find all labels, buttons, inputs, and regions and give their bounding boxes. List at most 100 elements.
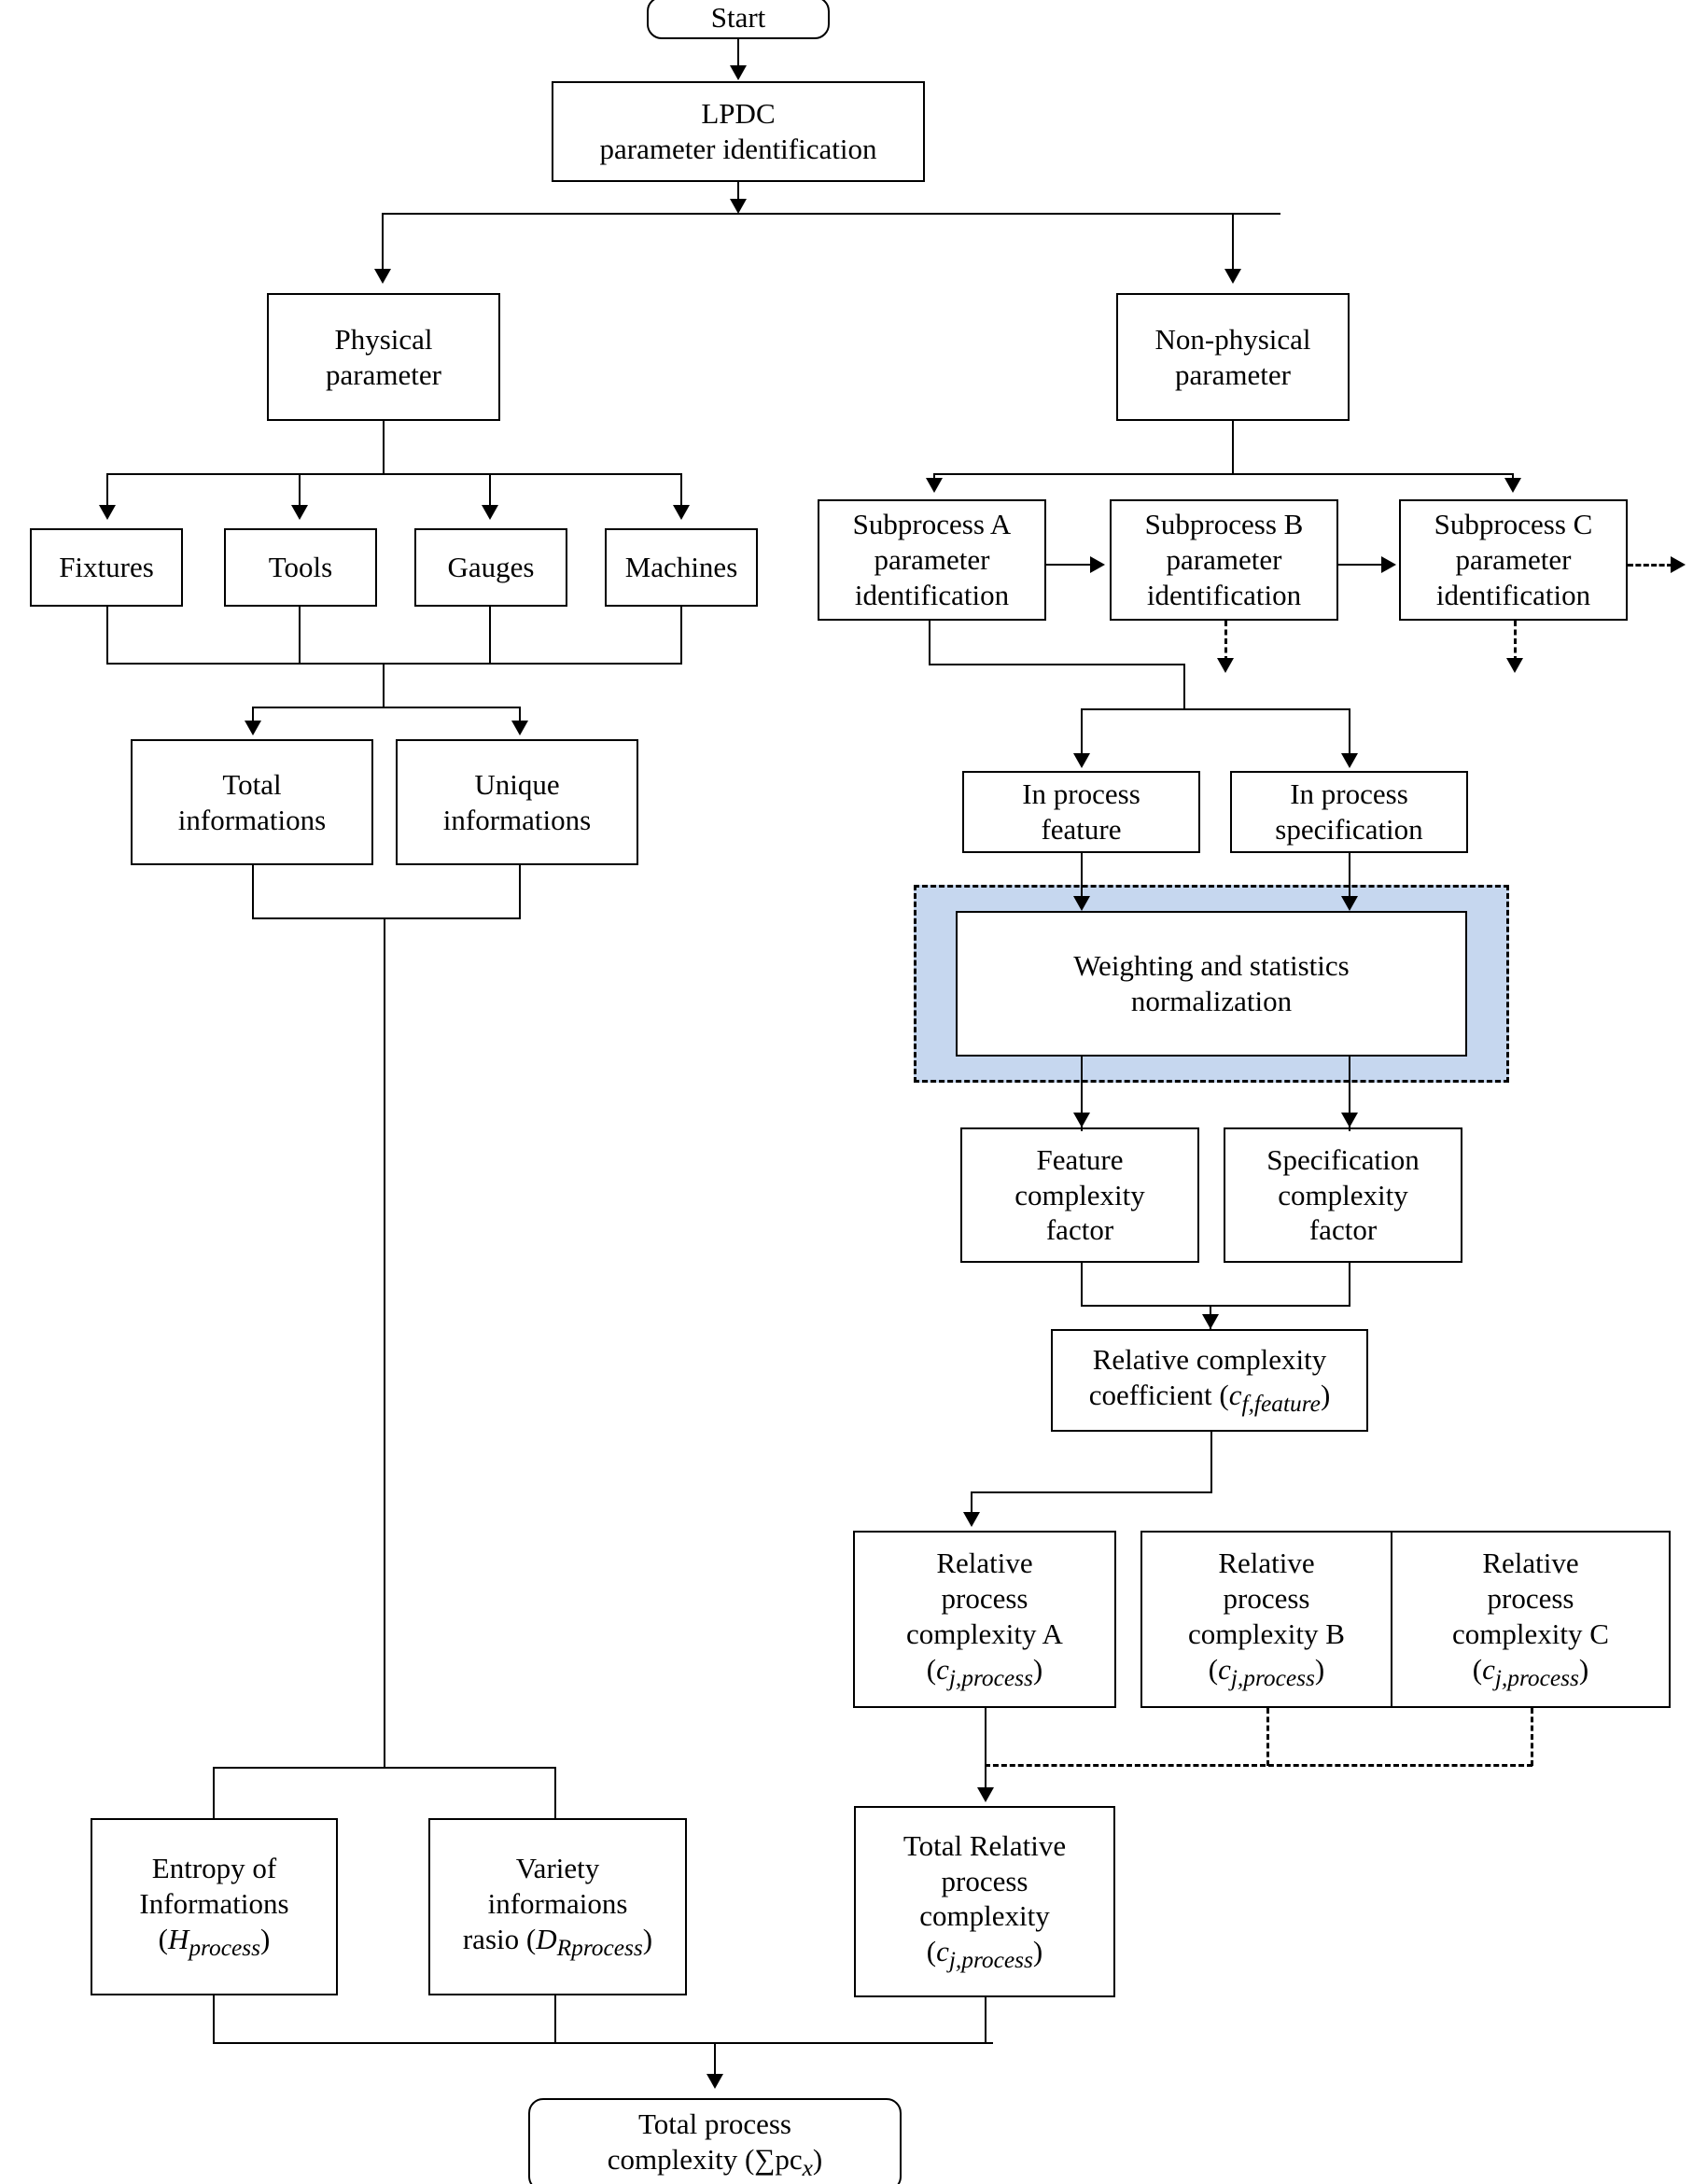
node-total-process-complexity[interactable]: Total process complexity (∑pcx) bbox=[528, 2098, 902, 2184]
node-rpcc-symbol: c bbox=[1482, 1652, 1495, 1686]
node-in-process-specification-line2: specification bbox=[1275, 813, 1423, 846]
trunk-left-long bbox=[384, 917, 385, 1769]
edge-bus-to-nonphysical bbox=[1232, 213, 1234, 271]
node-relative-process-complexity-b[interactable]: Relative process complexity B (cj,proces… bbox=[1140, 1531, 1392, 1708]
edge-bus-to-total-informations bbox=[252, 707, 254, 722]
node-rpcb-symbol: c bbox=[1218, 1652, 1231, 1686]
edge-fixtures-down bbox=[106, 607, 108, 665]
node-rpcc-line1: Relative bbox=[1482, 1547, 1579, 1580]
node-weighting-and-statistics-normalization[interactable]: Weighting and statistics normalization bbox=[956, 911, 1467, 1057]
node-subprocess-c-line2: parameter bbox=[1455, 543, 1572, 577]
edge-bus-to-rpca bbox=[971, 1491, 972, 1518]
node-physical-text: Physical parameter bbox=[274, 322, 493, 393]
node-entropy-line2: Informations bbox=[139, 1886, 289, 1920]
node-feature-complexity-factor[interactable]: Feature complexity factor bbox=[960, 1127, 1199, 1263]
arrowhead-to-subprocess-a bbox=[926, 478, 943, 493]
node-total-informations[interactable]: Total informations bbox=[131, 739, 373, 865]
node-gauges[interactable]: Gauges bbox=[414, 528, 567, 607]
node-subprocess-b-line3: identification bbox=[1146, 578, 1302, 611]
edge-feature-factor-down bbox=[1081, 1263, 1083, 1307]
node-lpdc-line2: parameter identification bbox=[599, 133, 877, 165]
edge-subprocess-c-down-dashed bbox=[1514, 621, 1517, 662]
node-rpcb-line4-post: ) bbox=[1314, 1652, 1325, 1686]
node-relative-complexity-coefficient[interactable]: Relative complexity coefficient (cf,feat… bbox=[1051, 1329, 1368, 1432]
node-rpca-symbol: c bbox=[936, 1652, 949, 1686]
node-non-physical-parameter[interactable]: Non-physical parameter bbox=[1116, 293, 1350, 421]
node-scf-line2: complexity bbox=[1278, 1178, 1408, 1211]
node-tools[interactable]: Tools bbox=[224, 528, 377, 607]
arrowhead-to-specification-factor bbox=[1341, 1113, 1358, 1127]
arrowhead-lpdc-down bbox=[730, 199, 747, 214]
node-variety-line2: informaions bbox=[487, 1886, 628, 1920]
node-trpc-text: Total Relative process complexity (cj,pr… bbox=[861, 1828, 1108, 1976]
node-rpca-line3: complexity A bbox=[906, 1617, 1063, 1650]
node-subprocess-c[interactable]: Subprocess C parameter identification bbox=[1399, 499, 1628, 621]
edge-rpca-to-total-relative bbox=[985, 1708, 986, 1794]
node-in-process-specification-line1: In process bbox=[1290, 777, 1408, 811]
edge-subprocess-b-to-c bbox=[1338, 564, 1383, 566]
node-in-process-specification[interactable]: In process specification bbox=[1230, 771, 1468, 853]
node-entropy-of-informations[interactable]: Entropy of Informations (Hprocess) bbox=[91, 1818, 338, 1995]
arrowhead-to-in-process-feature bbox=[1073, 753, 1090, 768]
edge-subprocess-a-to-b bbox=[1046, 564, 1093, 566]
node-variety-line1: Variety bbox=[515, 1852, 600, 1885]
node-specification-complexity-factor[interactable]: Specification complexity factor bbox=[1224, 1127, 1462, 1263]
node-in-process-feature-line1: In process bbox=[1022, 777, 1140, 811]
edge-variety-down bbox=[554, 1995, 556, 2044]
node-subprocess-b-line1: Subprocess B bbox=[1144, 508, 1304, 541]
edge-merge-down bbox=[383, 663, 385, 707]
node-scf-line3: factor bbox=[1308, 1213, 1378, 1247]
edge-total-relative-down-to-bottom-bus bbox=[985, 1997, 986, 2044]
edge-rpcc-down-dashed bbox=[1531, 1708, 1533, 1766]
node-rpcc-line2: process bbox=[1487, 1582, 1574, 1616]
node-start[interactable]: Start bbox=[647, 0, 830, 39]
node-variety-informaions-rasio[interactable]: Variety informaions rasio (DRprocess) bbox=[428, 1818, 687, 1995]
edge-physical-down bbox=[383, 421, 385, 474]
node-rcc-line1: Relative complexity bbox=[1092, 1343, 1327, 1377]
arrowhead-to-total-informations bbox=[245, 721, 261, 735]
node-in-process-feature[interactable]: In process feature bbox=[962, 771, 1200, 853]
arrowhead-to-total-process-complexity bbox=[707, 2074, 723, 2089]
node-total-relative-process-complexity[interactable]: Total Relative process complexity (cj,pr… bbox=[854, 1806, 1115, 1997]
node-machines[interactable]: Machines bbox=[605, 528, 758, 607]
arrowhead-subprocess-c-continues bbox=[1671, 556, 1686, 573]
edge-in-process-specification-to-weighting bbox=[1349, 853, 1350, 907]
edge-gauges-down bbox=[489, 607, 491, 665]
node-subprocess-b-line2: parameter bbox=[1166, 543, 1282, 577]
edge-bus-to-machines bbox=[680, 473, 682, 507]
arrowhead-to-nonphysical bbox=[1224, 269, 1241, 284]
edge-entropy-down bbox=[213, 1995, 215, 2044]
arrowhead-to-subprocess-c bbox=[1504, 478, 1521, 493]
node-variety-line3-post: ) bbox=[642, 1922, 653, 1955]
node-subprocess-b[interactable]: Subprocess B parameter identification bbox=[1110, 499, 1338, 621]
node-rpca-line1: Relative bbox=[936, 1547, 1033, 1580]
node-subprocess-a-text: Subprocess A parameter identification bbox=[825, 507, 1039, 612]
node-tpc-text: Total process complexity (∑pcx) bbox=[536, 2107, 894, 2183]
node-unique-informations[interactable]: Unique informations bbox=[396, 739, 638, 865]
arrowhead-to-in-process-specification bbox=[1341, 753, 1358, 768]
edge-tools-down bbox=[299, 607, 301, 665]
node-lpdc-parameter-identification[interactable]: LPDC parameter identification bbox=[552, 81, 925, 182]
node-rpca-line2: process bbox=[941, 1582, 1028, 1616]
arrowhead-to-gauges bbox=[482, 505, 498, 520]
node-physical-parameter[interactable]: Physical parameter bbox=[267, 293, 500, 421]
node-rpcb-line4-pre: ( bbox=[1208, 1652, 1219, 1686]
node-subprocess-c-text: Subprocess C parameter identification bbox=[1406, 507, 1620, 612]
node-in-process-feature-line2: feature bbox=[1041, 813, 1122, 846]
node-relative-process-complexity-a[interactable]: Relative process complexity A (cj,proces… bbox=[853, 1531, 1116, 1708]
node-fixtures[interactable]: Fixtures bbox=[30, 528, 183, 607]
node-rpca-line4-post: ) bbox=[1032, 1652, 1043, 1686]
edge-total-informations-down bbox=[252, 865, 254, 919]
node-tpc-subscript: x bbox=[802, 2154, 813, 2181]
edge-in-process-feature-to-weighting bbox=[1081, 853, 1083, 907]
node-subprocess-c-line1: Subprocess C bbox=[1434, 508, 1593, 541]
node-specification-complexity-factor-text: Specification complexity factor bbox=[1231, 1142, 1455, 1248]
node-entropy-text: Entropy of Informations (Hprocess) bbox=[98, 1851, 330, 1963]
node-subprocess-a[interactable]: Subprocess A parameter identification bbox=[818, 499, 1046, 621]
node-subprocess-a-line1: Subprocess A bbox=[852, 508, 1012, 541]
node-trpc-line3: complexity bbox=[919, 1899, 1050, 1933]
node-scf-line1: Specification bbox=[1266, 1142, 1420, 1176]
edge-lpdc-down bbox=[737, 182, 739, 210]
node-rcc-line2-post: ) bbox=[1320, 1378, 1331, 1411]
node-relative-process-complexity-c[interactable]: Relative process complexity C (cj,proces… bbox=[1391, 1531, 1671, 1708]
